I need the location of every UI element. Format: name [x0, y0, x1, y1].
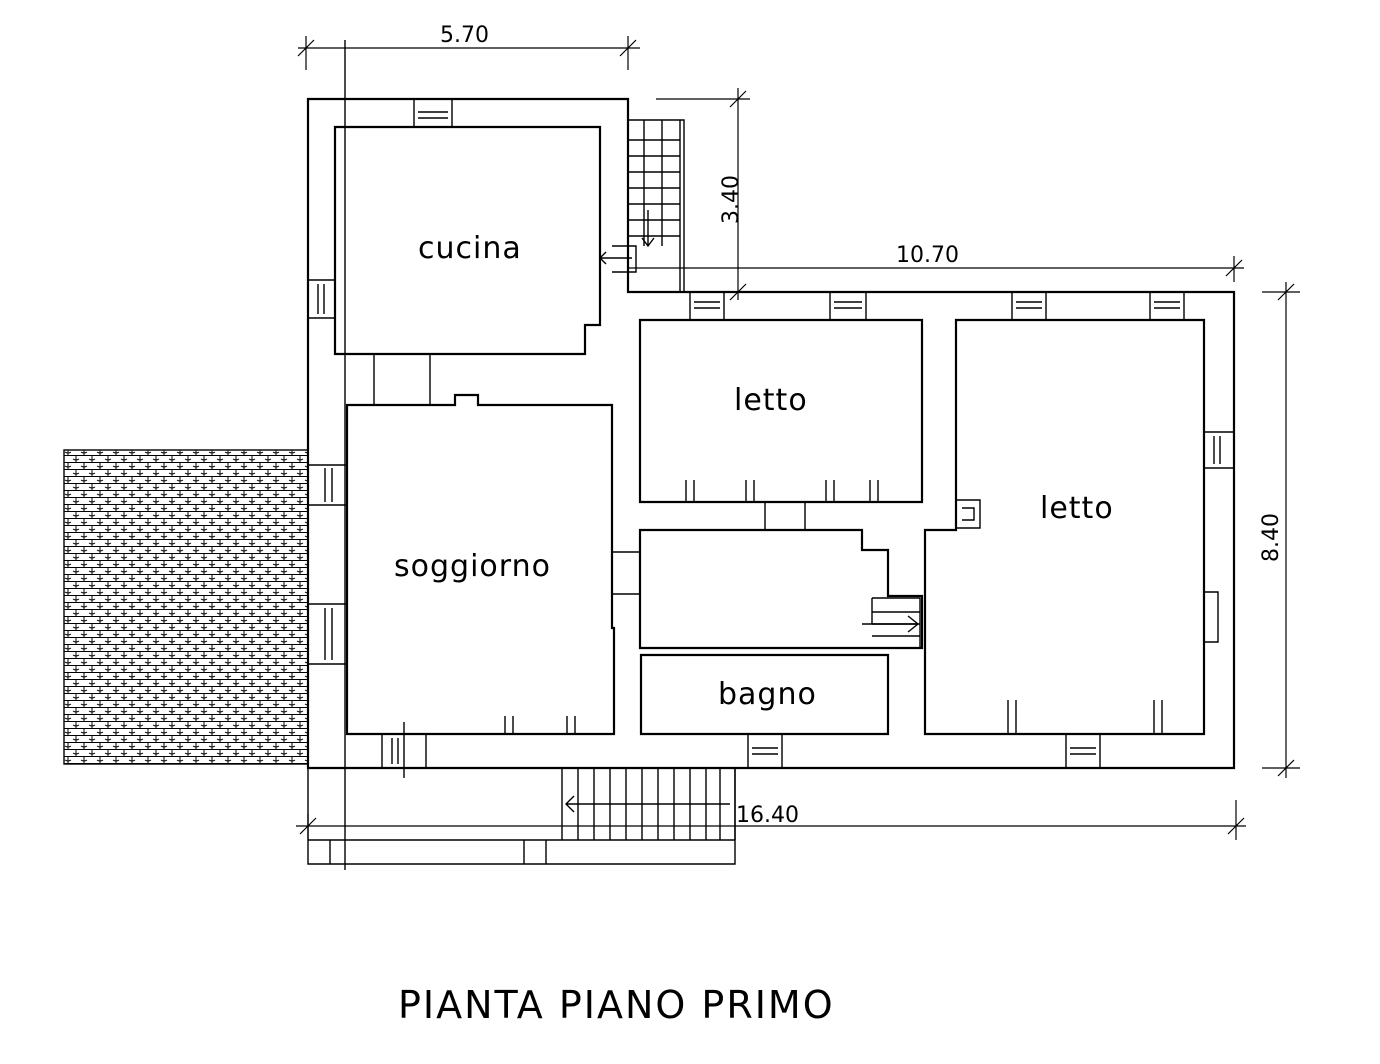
room-soggiorno [345, 393, 616, 736]
dim-wing-width: 10.70 [896, 243, 959, 268]
tiled-roof-area [63, 449, 309, 765]
label-cucina: cucina [418, 231, 522, 266]
dim-total-width: 16.40 [736, 803, 799, 828]
internal-openings [373, 354, 806, 595]
external-stairs-top [599, 119, 685, 292]
windows [308, 99, 1234, 778]
label-letto-2: letto [1040, 491, 1114, 526]
dim-wing-height: 8.40 [1259, 513, 1284, 562]
label-soggiorno: soggiorno [394, 549, 551, 584]
label-bagno: bagno [718, 677, 817, 712]
dim-kitchen-height: 3.40 [719, 175, 744, 224]
dim-top-width: 5.70 [440, 23, 489, 48]
plan-title: PIANTA PIANO PRIMO [398, 983, 835, 1027]
room-bagno [639, 653, 890, 736]
room-labels: cucina soggiorno letto letto bagno [394, 231, 1114, 712]
room-letto-1 [638, 318, 924, 504]
label-letto-1: letto [734, 383, 808, 418]
external-stairs-front [561, 768, 736, 840]
room-disimpegno [638, 528, 924, 650]
dimension-lines [296, 36, 1300, 840]
room-letto-2 [923, 318, 1206, 736]
dimension-labels: 5.70 3.40 10.70 8.40 16.40 [440, 23, 1284, 828]
outer-walls [306, 40, 1236, 870]
